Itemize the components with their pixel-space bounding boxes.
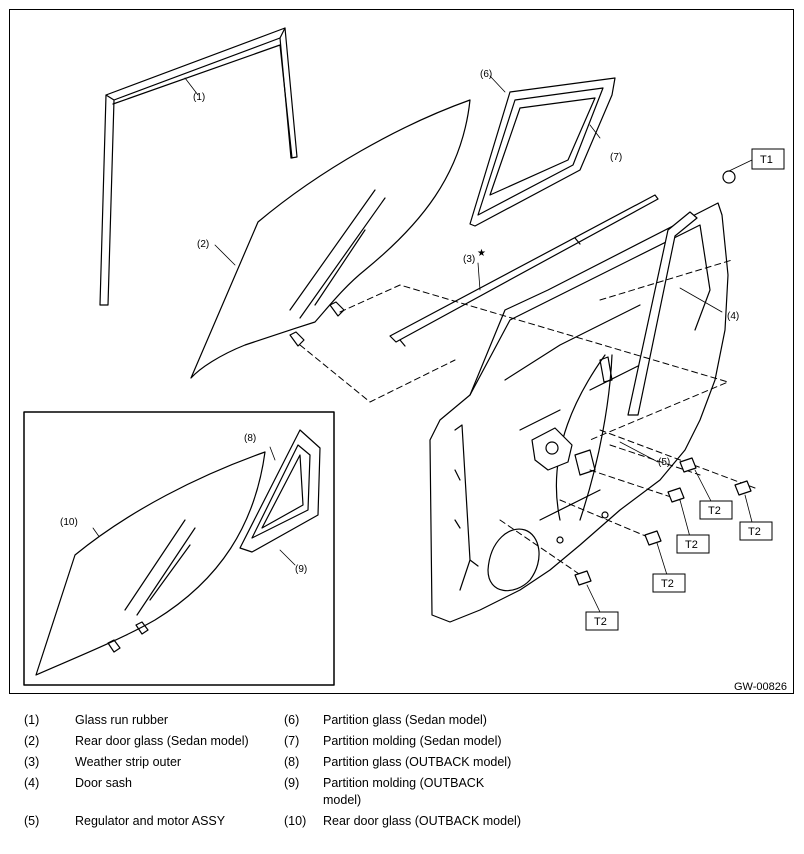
rear-door-panel — [429, 202, 729, 623]
callout-5: (5) — [658, 457, 670, 468]
torque-box-t2-e — [585, 611, 619, 631]
callout-10: (10) — [60, 517, 78, 528]
legend-text: Partition molding (Sedan model) — [323, 734, 502, 748]
callout-6: (6) — [480, 69, 492, 80]
torque-box-t2-c — [676, 534, 710, 554]
diagram-frame — [9, 9, 794, 694]
figure-id: GW-00826 — [734, 681, 787, 693]
parts-legend: (1) Glass run rubber (2) Rear door glass… — [0, 712, 804, 852]
legend-num: (10) — [284, 814, 307, 828]
star-marker: ★ — [477, 248, 486, 259]
torque-label-t2-e: T2 — [594, 616, 607, 628]
leader-lines — [92, 75, 753, 613]
callout-2: (2) — [197, 239, 209, 250]
door-sash — [627, 211, 698, 416]
torque-label-t1: T1 — [760, 154, 773, 166]
legend-text: Rear door glass (OUTBACK model) — [323, 814, 521, 828]
legend-text: Partition molding (OUTBACK model) — [323, 776, 485, 807]
torque-label-t2-b: T2 — [748, 526, 761, 538]
legend-text: Partition glass (OUTBACK model) — [323, 755, 512, 769]
torque-box-t2-b — [739, 521, 773, 541]
legend-text: Partition glass (Sedan model) — [323, 713, 487, 727]
torque-label-t2-d: T2 — [661, 578, 674, 590]
legend-num: (5) — [24, 814, 40, 828]
torque-box-t2-a — [699, 500, 733, 520]
legend-text: Rear door glass (Sedan model) — [75, 734, 249, 748]
callout-8: (8) — [244, 433, 256, 444]
legend-num: (8) — [284, 755, 300, 769]
legend-text: Regulator and motor ASSY — [75, 814, 226, 828]
torque-box-t2-d — [652, 573, 686, 593]
torque-box-t1 — [751, 148, 785, 170]
callout-9: (9) — [295, 564, 307, 575]
legend-num: (4) — [24, 776, 40, 790]
bolts — [574, 170, 752, 586]
partition-glass-outback — [239, 429, 321, 553]
legend-num: (3) — [24, 755, 40, 769]
torque-label-t2-c: T2 — [685, 539, 698, 551]
glass-run-rubber — [99, 27, 298, 306]
callout-1: (1) — [193, 92, 205, 103]
torque-label-t2-a: T2 — [708, 505, 721, 517]
legend-num: (6) — [284, 713, 300, 727]
assembly-lines — [299, 259, 756, 579]
outback-inset-box — [23, 411, 335, 686]
legend-text: Glass run rubber — [75, 713, 169, 727]
legend-text: Door sash — [75, 776, 132, 790]
weather-strip-outer — [389, 194, 659, 347]
callout-4: (4) — [727, 311, 739, 322]
callout-3: (3) — [463, 254, 475, 265]
legend-num: (1) — [24, 713, 40, 727]
legend-num: (2) — [24, 734, 40, 748]
legend-num: (9) — [284, 776, 300, 790]
partition-glass-sedan — [469, 77, 616, 227]
legend-text: Weather strip outer — [75, 755, 182, 769]
rear-door-glass-outback — [35, 451, 266, 676]
regulator-and-motor — [531, 354, 613, 521]
rear-door-glass-sedan — [190, 99, 471, 379]
callout-7: (7) — [610, 152, 622, 163]
legend-num: (7) — [284, 734, 300, 748]
